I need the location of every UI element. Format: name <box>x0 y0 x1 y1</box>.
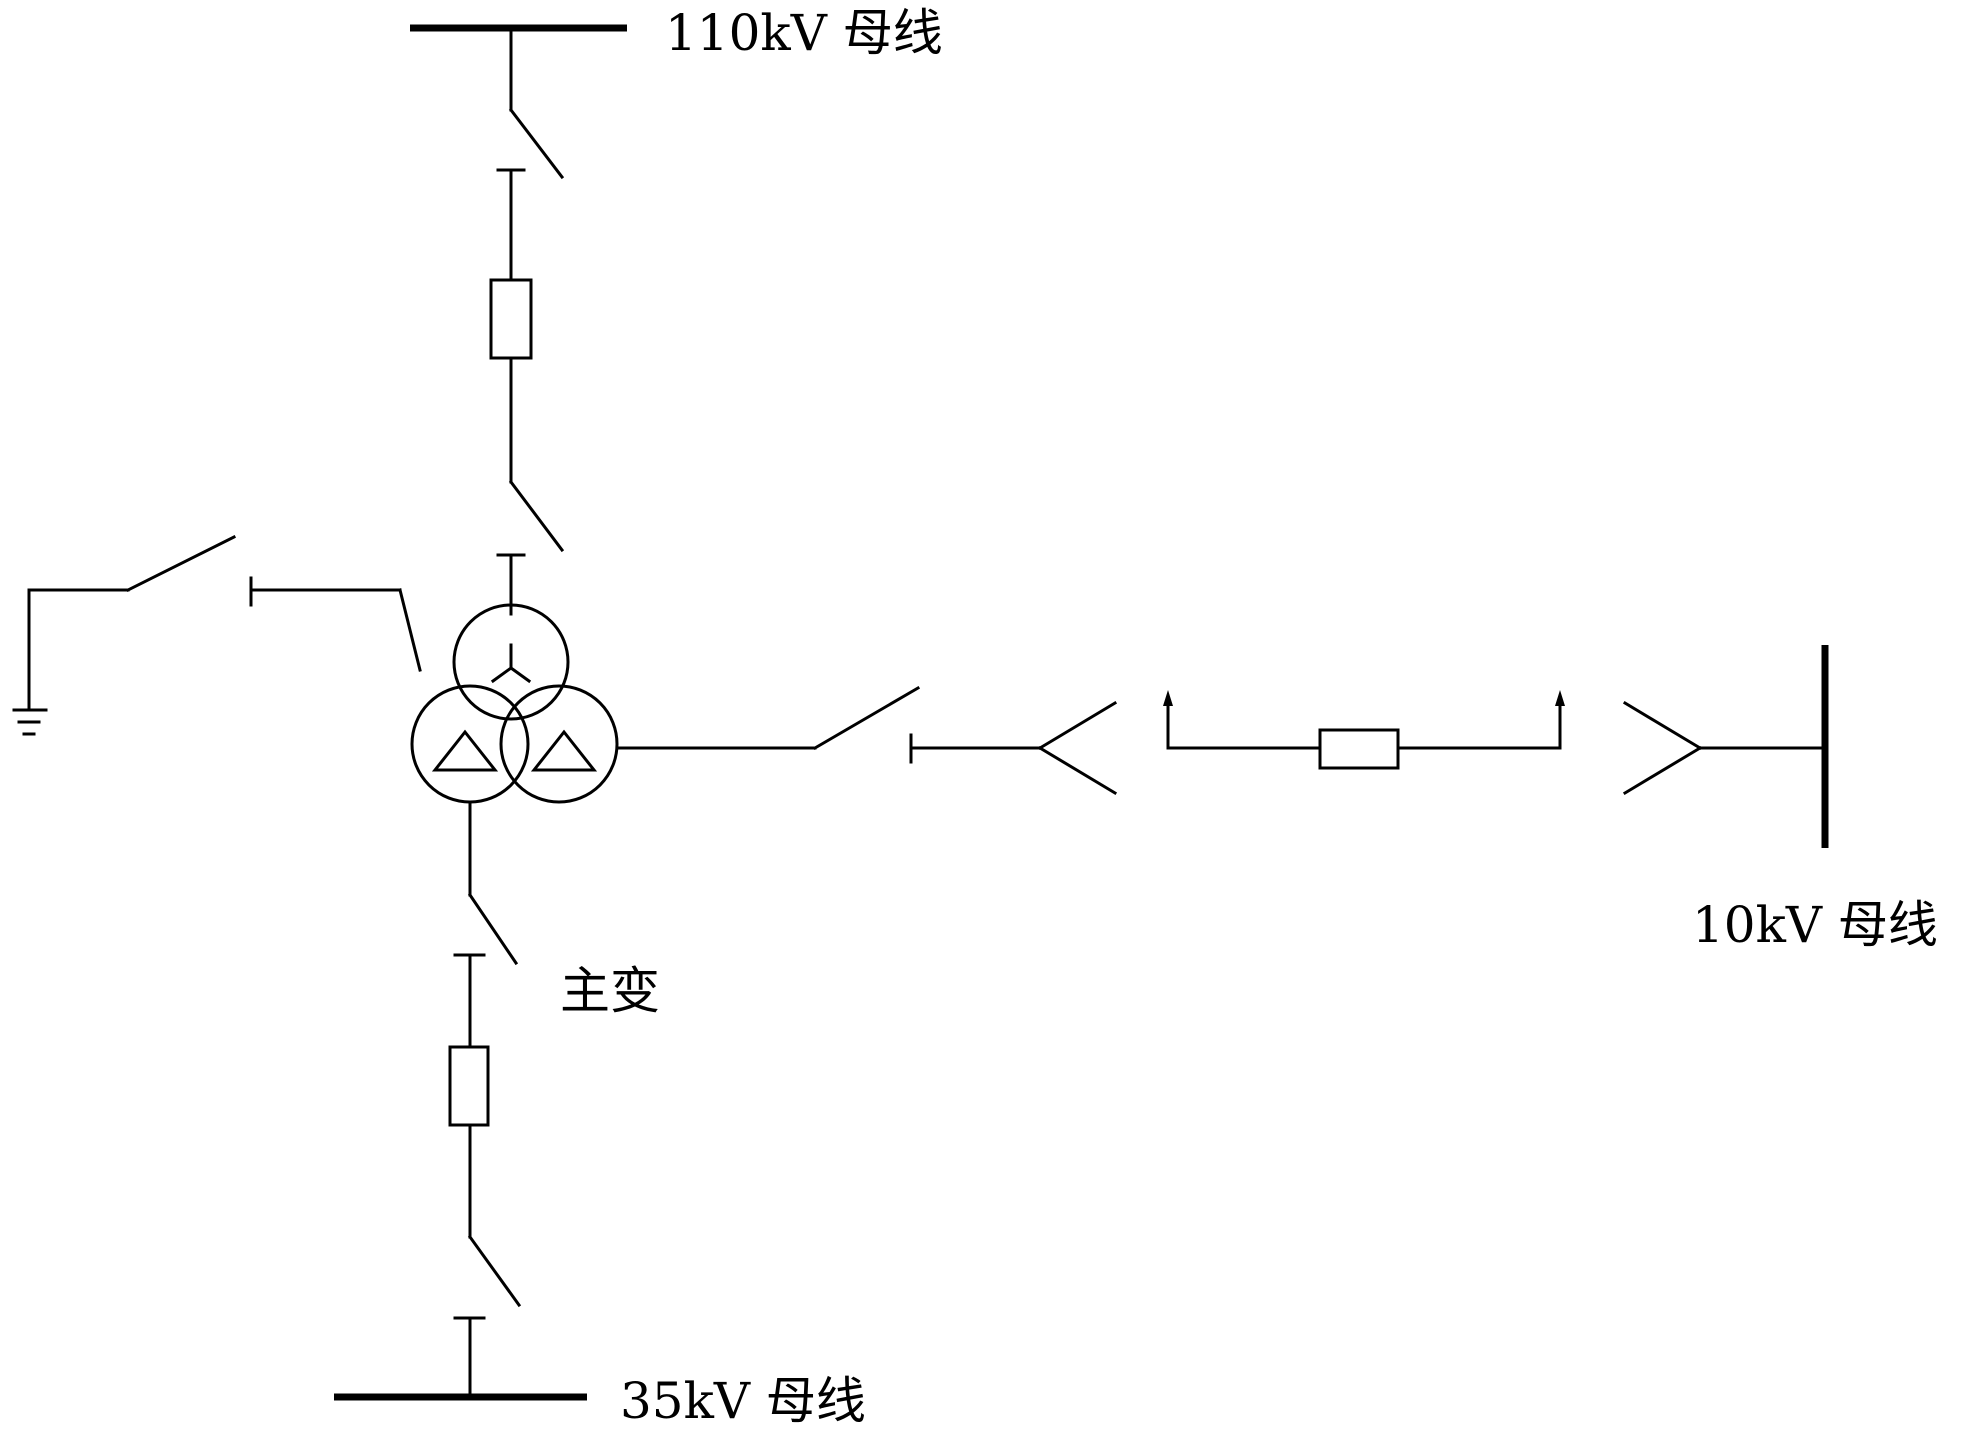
disconnector-110kv-transformer-side <box>496 356 565 616</box>
disconnector-35kv-bus-side <box>453 1123 522 1399</box>
withdrawable-contact-left <box>1037 700 1118 796</box>
label-main-transformer: 主变 <box>560 962 660 1020</box>
wye-winding-symbol <box>490 643 532 684</box>
neutral-grounding-switch <box>27 534 422 712</box>
ground-symbol-icon <box>12 708 48 736</box>
circuit-breaker-110kv <box>489 278 533 360</box>
disconnector-110kv-bus-side <box>496 26 565 282</box>
main-transformer <box>410 603 619 804</box>
arrow-up-icon <box>1555 690 1565 706</box>
delta-winding-symbol-left <box>431 729 499 772</box>
circuit-breaker-35kv <box>448 1045 490 1127</box>
handcart-circuit-breaker-10kv <box>1163 690 1565 770</box>
label-bus-110kv: 110kV 母线 <box>665 4 943 62</box>
disconnector-35kv-transformer-side <box>453 800 519 1049</box>
delta-winding-symbol-right <box>530 729 598 772</box>
label-bus-10kv: 10kV 母线 <box>1692 896 1938 954</box>
label-bus-35kv: 35kV 母线 <box>620 1372 866 1430</box>
disconnector-10kv <box>615 685 1042 764</box>
arrow-up-icon <box>1163 690 1173 706</box>
withdrawable-contact-right <box>1622 700 1827 796</box>
